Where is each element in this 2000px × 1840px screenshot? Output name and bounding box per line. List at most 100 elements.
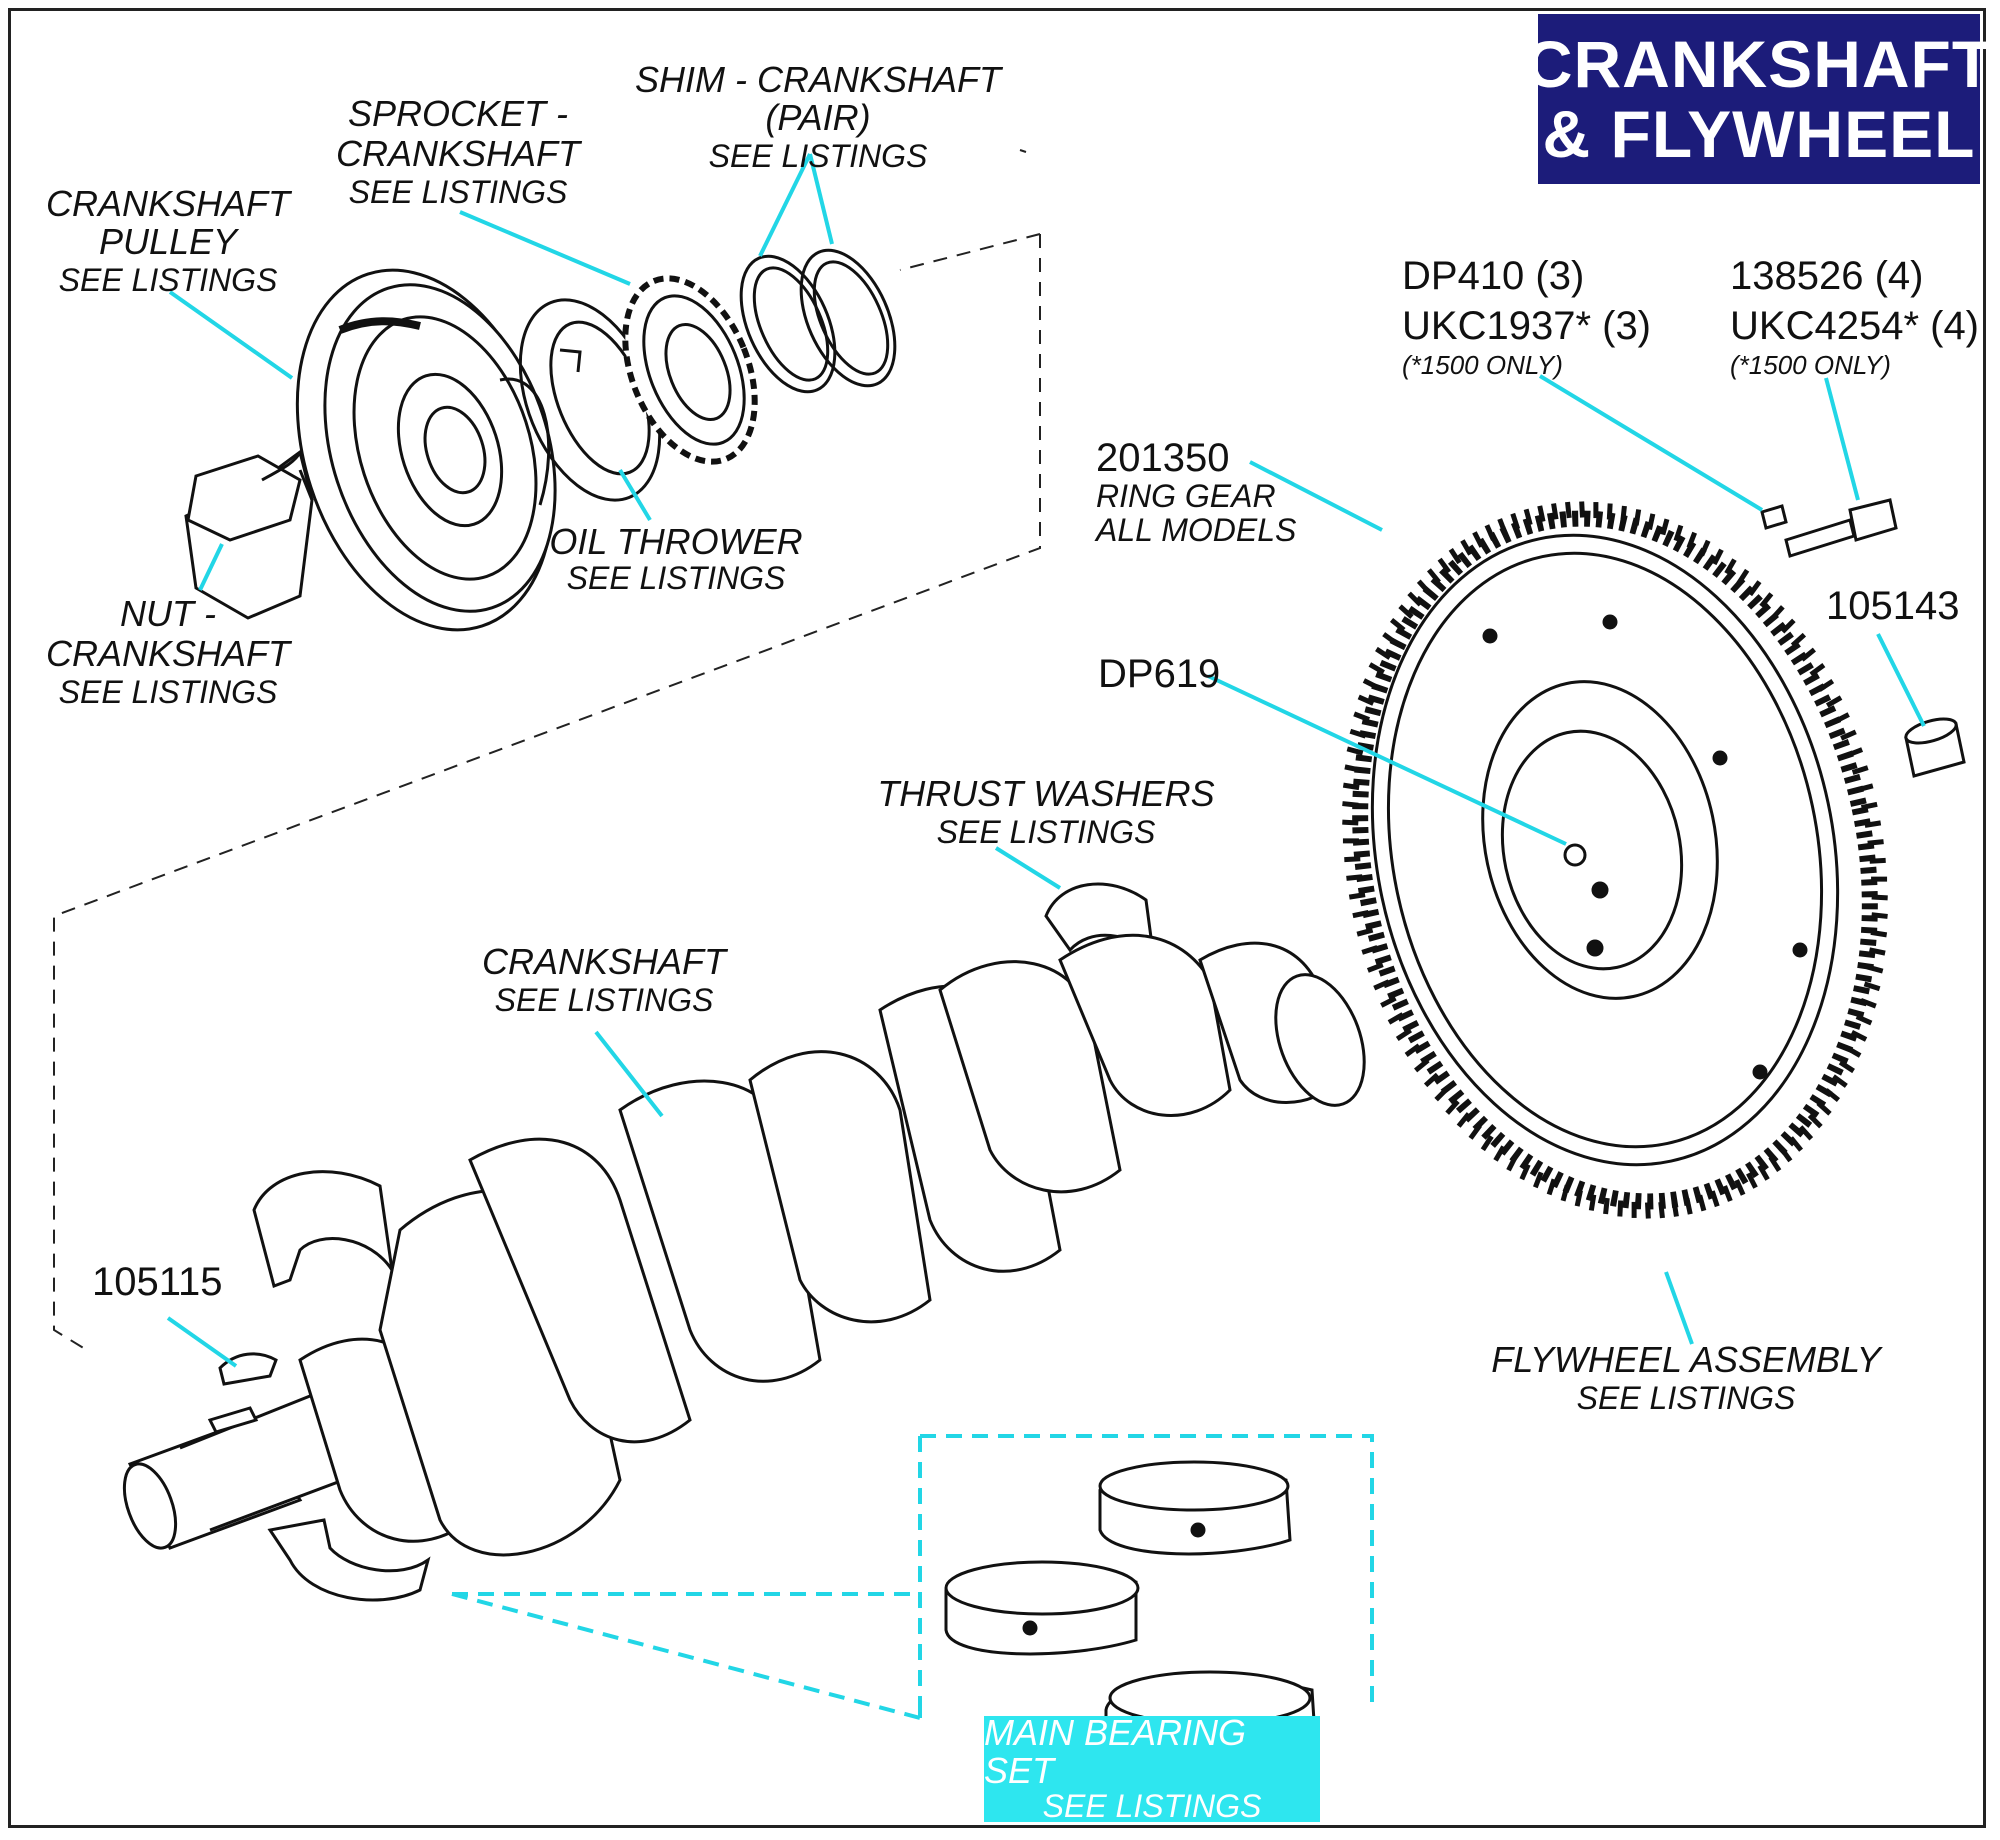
crankshaft-nut [184, 449, 314, 620]
oil-thrower-label: OIL THROWER [549, 521, 803, 562]
gear-tooth [1770, 605, 1785, 621]
gear-tooth [1537, 505, 1546, 523]
gear-tooth [1851, 765, 1869, 775]
gear-tooth [1366, 962, 1384, 973]
thrust-washers-see-listings: SEE LISTINGS [936, 814, 1156, 850]
gear-tooth [1448, 548, 1462, 565]
gear-tooth [1789, 1136, 1804, 1152]
bolt-ukc4254-part-number: UKC4254* (4) [1730, 304, 1980, 348]
shim-label-2: (PAIR) [765, 97, 871, 138]
gear-tooth [1346, 746, 1364, 756]
gear-tooth [1368, 662, 1385, 675]
gear-tooth [1344, 856, 1361, 863]
gear-tooth [1831, 1074, 1848, 1088]
crankshaft-label: CRANKSHAFT [481, 941, 727, 982]
leader-lines [166, 153, 1926, 1368]
gear-tooth [1606, 503, 1613, 520]
gear-tooth [1352, 909, 1370, 919]
gear-tooth [1523, 508, 1533, 526]
ring-gear-models: ALL MODELS [1096, 512, 1297, 548]
gear-tooth [1472, 531, 1484, 548]
gear-tooth [1660, 518, 1670, 536]
main-bearing-set-see-listings: SEE LISTINGS [1042, 1788, 1262, 1824]
dowel-dp410 [1760, 504, 1788, 530]
gear-tooth [1546, 1178, 1557, 1196]
shim-label: SHIM - CRANKSHAFT [634, 59, 1002, 100]
crankshaft [122, 933, 1366, 1557]
ring-gear-teeth [1342, 501, 1888, 1219]
gear-tooth [1497, 518, 1508, 535]
gear-tooth [1361, 945, 1379, 955]
gear-tooth [1551, 503, 1559, 520]
gear-tooth [1389, 617, 1406, 632]
crankshaft-pulley-label-2: PULLEY [98, 221, 238, 262]
gear-tooth [1860, 801, 1878, 811]
gear-tooth [1574, 1189, 1583, 1207]
gear-tooth [1711, 548, 1724, 566]
gear-tooth [1868, 947, 1886, 956]
gear-tooth [1468, 1123, 1482, 1140]
crankshaft-pulley-see-listings: SEE LISTINGS [58, 262, 278, 298]
gear-tooth [1833, 712, 1850, 725]
gear-tooth [1456, 1112, 1471, 1128]
dowel-ukc1937-part-number: UKC1937* (3) [1402, 304, 1652, 348]
gear-tooth [1798, 1125, 1814, 1141]
flywheel-bolt [1784, 498, 1898, 558]
gear-tooth [1864, 820, 1882, 828]
gear-tooth [1423, 1072, 1440, 1088]
gear-tooth [1757, 1164, 1770, 1181]
gear-tooth [1349, 728, 1367, 739]
gear-tooth [1579, 501, 1586, 518]
gear-tooth [1510, 512, 1521, 530]
dowel-dp410-part-number: DP410 (3) [1402, 254, 1585, 298]
gear-tooth [1346, 874, 1363, 881]
crankshaft-pulley [295, 268, 557, 632]
main-bearing-highlight [451, 1434, 1374, 1720]
gear-tooth [1375, 646, 1392, 660]
gear-tooth [1382, 632, 1399, 646]
gear-tooth [1437, 557, 1452, 574]
sprocket-label-2: CRANKSHAFT [335, 133, 581, 174]
gear-tooth [1342, 782, 1360, 791]
gear-tooth [1404, 1043, 1421, 1057]
gear-tooth [1850, 1030, 1868, 1042]
gear-tooth [1699, 539, 1711, 557]
gear-tooth [1855, 1014, 1873, 1026]
gear-tooth [1480, 1134, 1494, 1152]
gear-tooth [1825, 695, 1843, 708]
gear-tooth [1565, 501, 1572, 519]
bush-part-number: 105143 [1826, 584, 1960, 628]
gear-tooth [1809, 663, 1826, 677]
gear-tooth [1759, 592, 1774, 608]
gear-tooth [1778, 1146, 1793, 1163]
title-line-2: & FLYWHEEL [1542, 97, 1976, 171]
gear-tooth [1519, 1163, 1531, 1181]
gear-tooth [1671, 1200, 1679, 1217]
main-bearing-set-label-box: MAIN BEARING SET SEE LISTINGS [984, 1714, 1320, 1824]
gear-tooth [1560, 1184, 1570, 1202]
gear-tooth [1620, 505, 1627, 523]
gear-tooth [1342, 819, 1359, 826]
gear-tooth [1860, 998, 1877, 1009]
gear-tooth [1342, 801, 1359, 808]
gear-tooth [1840, 729, 1857, 741]
gear-tooth [1736, 568, 1750, 586]
gear-tooth [1870, 929, 1888, 938]
gear-tooth [1353, 711, 1370, 722]
gear-tooth [1588, 1194, 1597, 1211]
crankshaft-shims [739, 248, 897, 394]
gear-tooth [1746, 1172, 1758, 1189]
gear-tooth [1533, 1171, 1544, 1189]
gear-tooth [1387, 1012, 1405, 1025]
thrust-washers [1044, 882, 1157, 966]
gear-tooth [1722, 1185, 1733, 1202]
dowel-dp619-part-number: DP619 [1098, 652, 1221, 696]
crankshaft-see-listings: SEE LISTINGS [494, 982, 714, 1018]
diagram-title: CRANKSHAFT & FLYWHEEL [1525, 14, 1992, 184]
main-bearing-halves [252, 1170, 431, 1602]
gear-tooth [1603, 1197, 1610, 1215]
flywheel-assembly [1352, 510, 1878, 1210]
dowel-note: (*1500 ONLY) [1402, 350, 1563, 380]
gear-tooth [1846, 747, 1864, 758]
